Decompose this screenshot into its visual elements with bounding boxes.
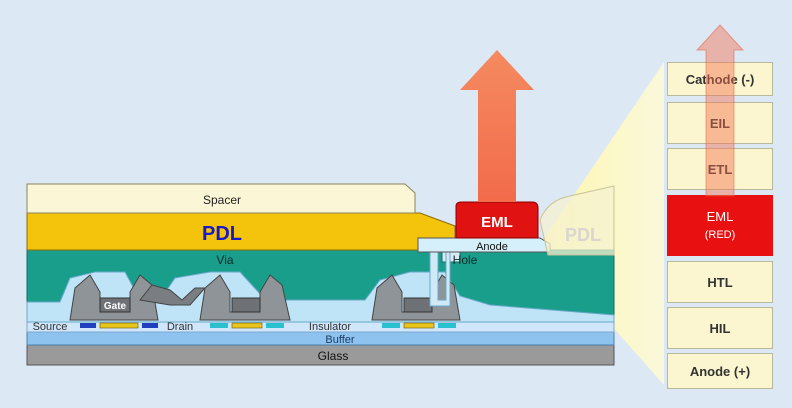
drain-label: Drain <box>167 321 193 333</box>
anode-label: Anode <box>476 241 508 253</box>
source-contact-2 <box>210 323 228 328</box>
eml-label: EML <box>481 214 513 231</box>
pdl-label: PDL <box>202 223 242 245</box>
drain-contact-1 <box>142 323 158 328</box>
drain-contact-3 <box>438 323 456 328</box>
gate-electrode-3 <box>403 297 433 313</box>
source-contact-3 <box>382 323 400 328</box>
source-contact-1 <box>80 323 96 328</box>
drain-contact-2 <box>266 323 284 328</box>
buffer-layer <box>26 331 615 346</box>
gate-electrode <box>99 297 131 313</box>
spacer-label: Spacer <box>203 193 241 207</box>
light-emission-arrow-icon <box>460 50 534 202</box>
channel-1 <box>99 322 139 329</box>
buffer-label: Buffer <box>325 334 354 346</box>
stack-htl: HTL <box>667 261 773 303</box>
stack-etl: ETL <box>667 148 773 190</box>
source-label: Source <box>33 321 68 333</box>
gate-label: Gate <box>104 301 127 312</box>
spacer-layer <box>26 183 416 214</box>
glass-label: Glass <box>318 349 349 363</box>
stack-anode: Anode (+) <box>667 353 773 389</box>
stack-eml: EML (RED) <box>667 195 773 256</box>
channel-3 <box>403 322 435 329</box>
insulator-label: Insulator <box>309 321 352 333</box>
gate-electrode-2 <box>231 297 261 313</box>
stack-hil: HIL <box>667 307 773 349</box>
tft-1-contact <box>139 284 207 306</box>
pdl-right-label: PDL <box>565 225 601 245</box>
via-label: Via <box>216 253 233 267</box>
stack-eil: EIL <box>667 102 773 144</box>
pdl-right-layer <box>539 185 615 256</box>
stack-cathode: Cathode (-) <box>667 62 773 96</box>
hole-label: Hole <box>453 253 478 267</box>
eml-layer <box>455 201 539 239</box>
channel-2 <box>231 322 263 329</box>
